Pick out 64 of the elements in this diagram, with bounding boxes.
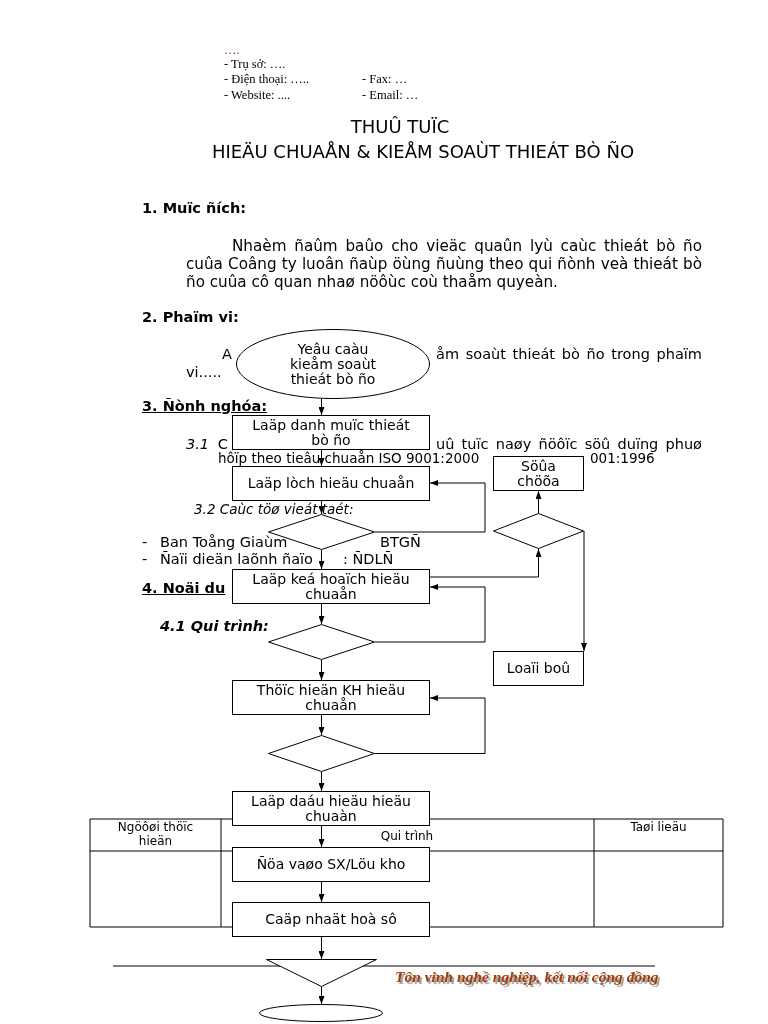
arrow — [318, 500, 325, 515]
bullet-dash: - — [142, 551, 148, 567]
arrow — [318, 714, 325, 736]
contact-line: - Trụ sở: …. — [224, 57, 286, 71]
arrow — [374, 695, 486, 754]
arrow — [581, 530, 587, 652]
arrow — [318, 549, 325, 570]
contact-line: - Fax: … — [362, 72, 408, 86]
arrow — [318, 449, 325, 467]
document-subtitle: HIEÄU CHUAÅN & KIEÅM SOAÙT THIEÁT BÒ ÑO — [210, 141, 636, 163]
body-text: vi..... — [186, 364, 222, 380]
arrow — [535, 490, 542, 514]
body-text: uû tuïc naøy ñöôïc söû duïng phuø — [436, 436, 702, 452]
arrow — [318, 603, 325, 625]
bullet-dash: - — [142, 534, 148, 550]
section-heading: 4. Noäi du — [142, 580, 226, 596]
list-item-text: : ÑDLÑ — [343, 551, 394, 567]
decision-diamond — [268, 624, 375, 660]
process-box: Ñöa vaøo SX/Löu kho — [232, 847, 430, 882]
contact-line: - Website: .... — [224, 88, 291, 102]
arrow — [318, 825, 325, 848]
body-text: 001:1996 — [590, 451, 655, 465]
arrow — [374, 480, 486, 533]
body-text: hôïp theo tieâu chuaån ISO 9001:2000 — [218, 451, 480, 465]
arrow — [318, 398, 325, 416]
start-ellipse: Yeâu caàu kieåm soaùt thieát bò ño — [236, 329, 430, 399]
process-box: Thöïc hieän KH hieäu chuaån — [232, 680, 430, 715]
contact-line: - Email: … — [362, 88, 419, 102]
list-item-text: Ñaïi dieän laõnh ñaïo — [160, 551, 313, 567]
arrow — [318, 771, 325, 792]
column-heading: Qui trình — [379, 829, 435, 843]
decision-diamond — [493, 513, 584, 549]
section-heading: 2. Phaïm vi: — [142, 309, 239, 325]
process-box: Söûa chöõa — [493, 456, 584, 491]
contact-line: - Điện thoại: ….. — [224, 72, 310, 86]
terminator-ellipse — [259, 1004, 383, 1022]
placeholder-dots: …. — [224, 43, 240, 57]
document-title: THUÛ TUÏC — [349, 116, 451, 138]
column-heading: Ngöôøi thöïc hieän — [116, 820, 195, 848]
process-box: Caäp nhaät hoà sô — [232, 902, 430, 937]
list-item-text: BTGÑ — [380, 534, 421, 550]
process-box: Loaïi boû — [493, 651, 584, 686]
column-heading: Taøi lieäu — [629, 820, 688, 834]
process-box: Laäp keá hoaïch hieäu chuaån — [232, 569, 430, 604]
arrow — [374, 584, 486, 643]
section-heading: 3. Ñònh nghóa: — [142, 398, 267, 414]
process-box: Laäp danh muïc thieát bò ño — [232, 415, 430, 450]
process-box: Laäp daáu hieäu hieäu chuaàn — [232, 791, 430, 826]
body-text: A — [222, 346, 232, 362]
body-paragraph: Nhaèm ñaûm baûo cho vieäc quaûn lyù caùc thieát bò ño cuûa Coâng ty luoân ñaùp öùng ñuùng theo qui ñònh veà thieát bò ño cuûa cô quan nhaø nöôùc coù thaåm quyeàn. — [186, 237, 702, 291]
subsection-heading: 4.1 Qui trình: — [160, 618, 269, 634]
arrow — [318, 881, 325, 903]
inverted-triangle — [266, 959, 377, 987]
arrow — [429, 548, 542, 578]
list-item-text: Ban Toång Giaùm — [160, 534, 288, 550]
process-box: Laäp lòch hieäu chuaån — [232, 466, 430, 501]
arrow — [318, 936, 325, 960]
body-text: 3.1 C — [186, 436, 228, 452]
subsection-heading: 3.2 Caùc töø vieát taét: — [194, 502, 354, 516]
arrow — [318, 659, 325, 681]
decision-diamond — [268, 735, 375, 772]
footer-slogan: Tôn vinh nghề nghiệp, kết nối cộng đồng — [395, 968, 659, 986]
section-heading: 1. Muïc ñích: — [142, 200, 247, 216]
arrow — [318, 986, 325, 1005]
